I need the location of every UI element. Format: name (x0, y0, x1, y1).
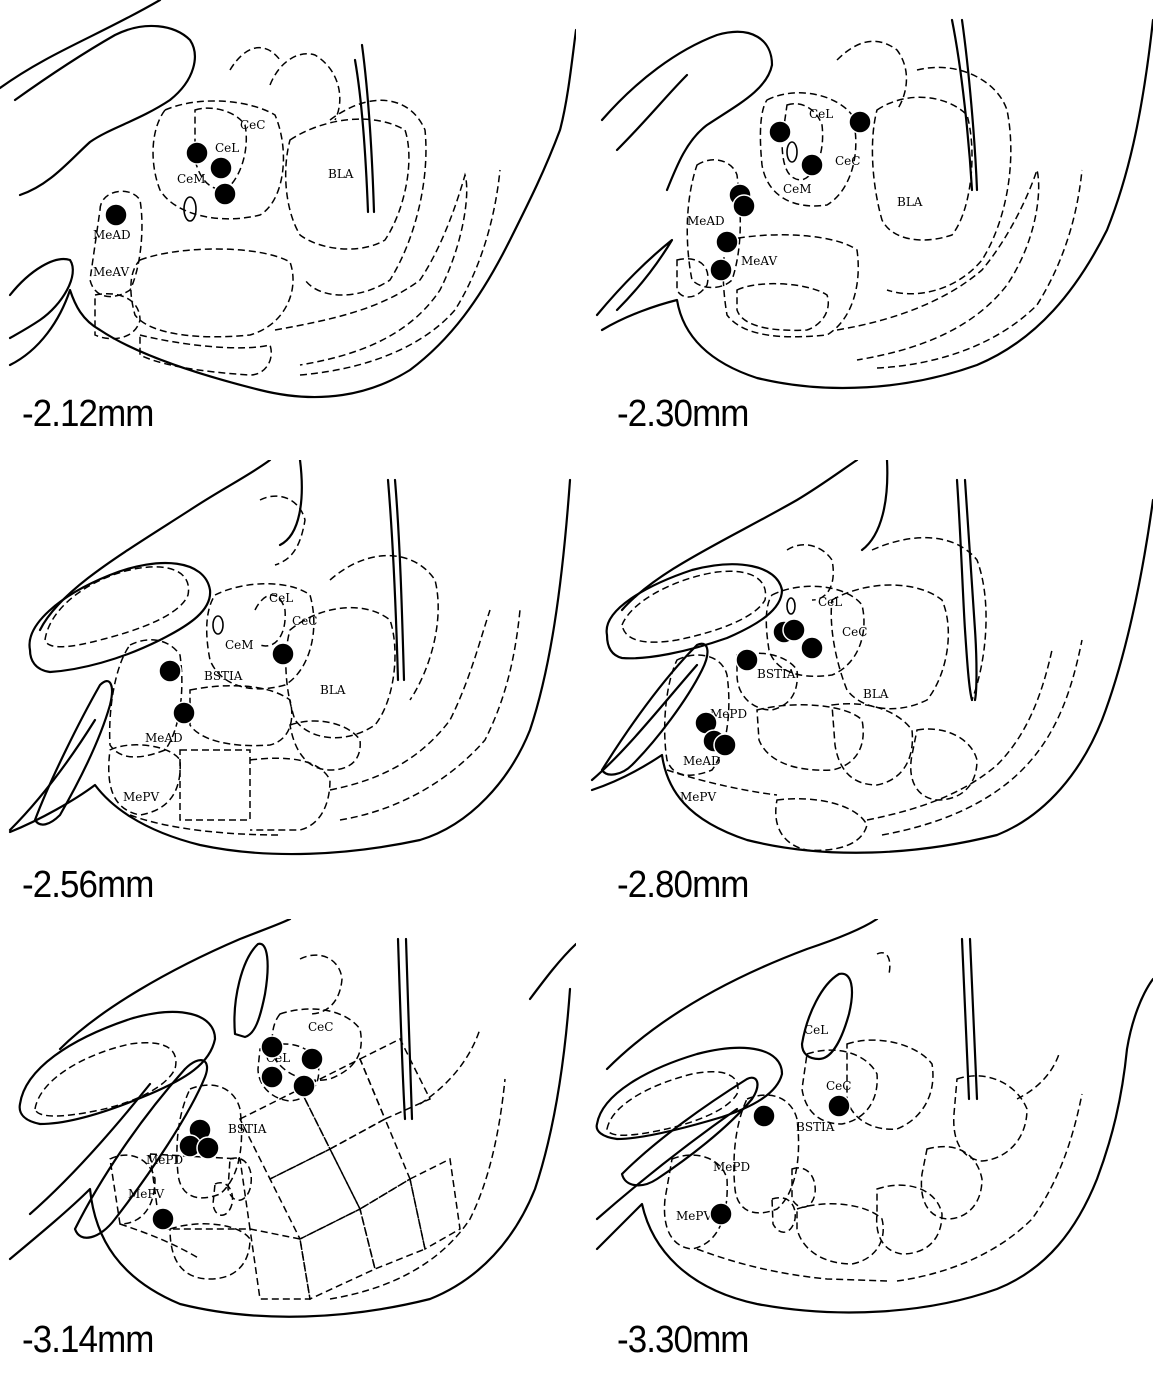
injection-site-dot (293, 1075, 315, 1097)
region-label: MeAD (687, 214, 725, 228)
region-label: CeL (804, 1023, 828, 1037)
injection-site-dot (828, 1095, 850, 1117)
region-label: CeC (826, 1079, 851, 1093)
injection-site-dot (197, 1137, 219, 1159)
section-level-label: -2.30mm (617, 393, 748, 436)
region-label: BLA (863, 687, 889, 701)
region-label: BSTIA (757, 667, 796, 681)
section-drawing: CeC CeL BSTIA MePD MePV (0, 919, 576, 1378)
region-label: CeL (215, 141, 239, 155)
section-drawing: CeL CeC CeM BLA MeAD MeAV (577, 0, 1153, 459)
section-drawing: CeL CeC CeM BSTIA BLA MeAD MePV (0, 460, 576, 919)
region-label: CeL (269, 591, 293, 605)
injection-site-dot (173, 702, 195, 724)
region-label: MeAD (683, 754, 721, 768)
panel-3-30mm: CeL CeC BSTIA MePD MePV -3.30mm (577, 919, 1153, 1378)
injection-site-dot (733, 195, 755, 217)
section-level-label: -2.56mm (22, 864, 153, 907)
injection-site-dot (714, 734, 736, 756)
region-label: CeM (225, 638, 254, 652)
injection-site-dot (105, 204, 127, 226)
injection-site-dot (769, 121, 791, 143)
region-label: BSTIA (796, 1120, 835, 1134)
region-label: CeC (292, 614, 317, 628)
region-label: CeC (240, 118, 265, 132)
region-label: CeC (842, 625, 867, 639)
section-level-label: -2.12mm (22, 393, 153, 436)
section-drawing: CeL CeC BSTIA MePD MePV (577, 919, 1153, 1378)
injection-site-dot (801, 637, 823, 659)
section-level-label: -2.80mm (617, 864, 748, 907)
injection-site-dot (159, 660, 181, 682)
injection-site-dot (710, 259, 732, 281)
region-label: CeC (835, 154, 860, 168)
region-label: MePD (713, 1160, 750, 1174)
injection-site-dot (261, 1036, 283, 1058)
injection-site-dot (186, 142, 208, 164)
region-label: CeM (177, 172, 206, 186)
injection-site-dot (214, 183, 236, 205)
section-drawing: CeL CeC BSTIA BLA MePD MeAD MePV (577, 460, 1153, 919)
region-label: MeAD (145, 731, 183, 745)
region-label: MeAV (741, 254, 777, 268)
region-label: BSTIA (228, 1122, 267, 1136)
injection-site-dot (272, 643, 294, 665)
region-label: MePV (680, 790, 716, 804)
injection-site-dot (152, 1208, 174, 1230)
injection-site-dot (210, 157, 232, 179)
injection-site-dot (261, 1066, 283, 1088)
injection-site-dot (783, 619, 805, 641)
region-label: MePV (128, 1187, 164, 1201)
injection-site-dot (753, 1105, 775, 1127)
injection-site-dot (849, 111, 871, 133)
region-label: CeL (818, 595, 842, 609)
region-label: CeL (809, 107, 833, 121)
region-label: MePV (676, 1209, 712, 1223)
region-label: MePD (146, 1153, 183, 1167)
panel-2-30mm: CeL CeC CeM BLA MeAD MeAV -2.30mm (577, 0, 1153, 459)
region-label: MeAD (93, 228, 131, 242)
panel-2-80mm: CeL CeC BSTIA BLA MePD MeAD MePV -2.80mm (577, 460, 1153, 919)
panel-2-12mm: CeC CeL CeM BLA MeAD MeAV -2.12mm (0, 0, 576, 459)
region-label: CeM (783, 182, 812, 196)
panel-2-56mm: CeL CeC CeM BSTIA BLA MeAD MePV -2.56mm (0, 460, 576, 919)
region-label: MePV (123, 790, 159, 804)
region-label: MeAV (93, 265, 129, 279)
injection-site-dot (716, 231, 738, 253)
injection-site-dot (801, 154, 823, 176)
section-level-label: -3.30mm (617, 1319, 748, 1362)
panel-3-14mm: CeC CeL BSTIA MePD MePV -3.14mm (0, 919, 576, 1378)
section-level-label: -3.14mm (22, 1319, 153, 1362)
section-drawing: CeC CeL CeM BLA MeAD MeAV (0, 0, 576, 459)
region-label: BLA (320, 683, 346, 697)
region-label: BLA (897, 195, 923, 209)
injection-site-dot (710, 1203, 732, 1225)
region-label: CeC (308, 1020, 333, 1034)
injection-site-dot (301, 1048, 323, 1070)
injection-site-dot (736, 649, 758, 671)
region-label: BSTIA (204, 669, 243, 683)
region-label: BLA (328, 167, 354, 181)
